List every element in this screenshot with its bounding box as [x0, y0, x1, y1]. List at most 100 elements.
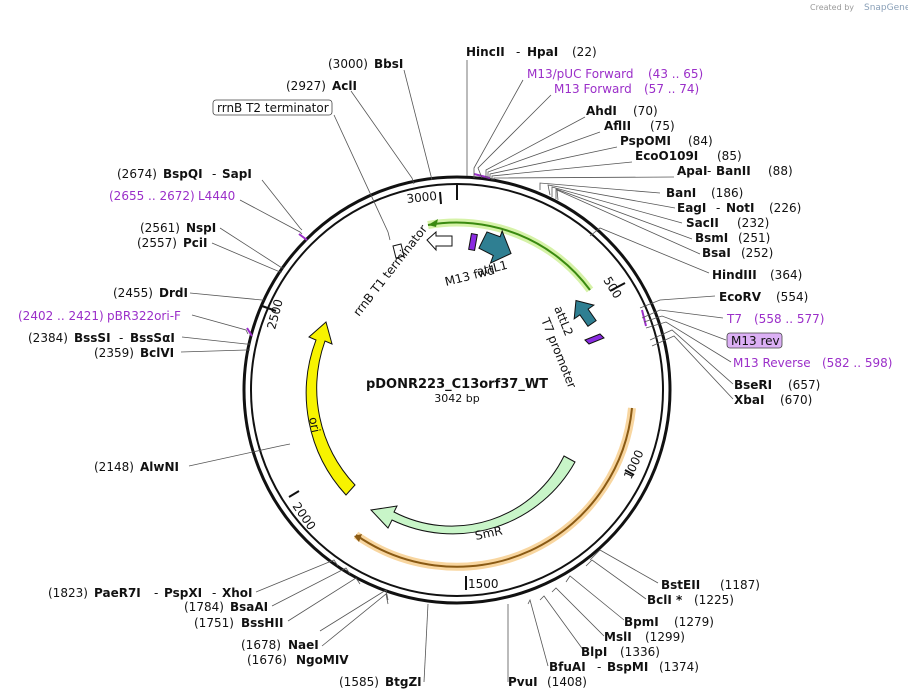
svg-text:SapI: SapI: [222, 167, 252, 181]
svg-text:(558 .. 577): (558 .. 577): [754, 312, 824, 326]
label-hinc: HincII - HpaI (22): [466, 45, 597, 59]
svg-text:-: -: [707, 164, 711, 178]
svg-text:BpmI: BpmI: [624, 615, 659, 629]
label-hinc-name: HincII: [466, 45, 505, 59]
svg-text:(2927): (2927): [286, 79, 326, 93]
orange-band-arrow: [354, 534, 362, 542]
credit-prefix: Created by: [810, 3, 854, 12]
svg-text:EcoO109I: EcoO109I: [635, 149, 698, 163]
orange-band-glow: [353, 407, 636, 571]
svg-text:PspXI: PspXI: [164, 586, 202, 600]
svg-text:BssSI: BssSI: [74, 331, 111, 345]
ori-label: ori: [306, 416, 323, 434]
svg-text:NotI: NotI: [726, 201, 755, 215]
label-bsteii: BstEII (1187): [661, 578, 760, 592]
svg-text:XbaI: XbaI: [734, 393, 764, 407]
label-bsshii: (1751) BssHII: [194, 616, 283, 630]
label-t7: T7 (558 .. 577): [726, 312, 824, 326]
svg-text:M13 rev: M13 rev: [731, 334, 780, 348]
backbone-outer: [242, 175, 672, 605]
label-bseri: BseRI (657): [734, 378, 820, 392]
top-band: [427, 221, 591, 291]
ruler-tick-500: [609, 282, 626, 292]
label-pvui: PvuI (1408): [508, 675, 587, 689]
svg-text:BclVI: BclVI: [140, 346, 174, 360]
svg-text:-: -: [119, 331, 123, 345]
orange-band: [355, 407, 633, 568]
label-pspomi: PspOMI (84): [620, 134, 713, 148]
label-rrnbt2: rrnB T2 terminator: [212, 99, 333, 116]
svg-text:ApaI: ApaI: [677, 164, 707, 178]
svg-text:AhdI: AhdI: [586, 104, 617, 118]
svg-text:(1187): (1187): [720, 578, 760, 592]
t7-site-mark: [641, 309, 647, 327]
ruler-tick-1000: [624, 469, 635, 476]
label-bclvi: (2359) BclVI: [94, 346, 174, 360]
label-ecorv: EcoRV (554): [719, 290, 808, 304]
svg-text:(75): (75): [650, 119, 675, 133]
label-bbsi: (3000) BbsI: [328, 57, 403, 71]
svg-text:BclI *: BclI *: [647, 593, 683, 607]
svg-text:(186): (186): [711, 186, 743, 200]
svg-text:(2148): (2148): [94, 460, 134, 474]
label-naei: (1678) NaeI: [241, 638, 319, 652]
svg-text:(2402 .. 2421): (2402 .. 2421): [18, 309, 104, 323]
svg-text:(670): (670): [780, 393, 812, 407]
top-band-arrow: [428, 219, 438, 227]
label-ahdi: AhdI (70): [586, 104, 658, 118]
smr-label: SmR: [474, 523, 504, 542]
svg-text:BssHII: BssHII: [241, 616, 283, 630]
svg-text:(226): (226): [769, 201, 801, 215]
svg-text:(1299): (1299): [645, 630, 685, 644]
label-eagi: EagI - NotI (226): [677, 201, 801, 215]
label-btgzi: (1585) BtgZI: [339, 675, 422, 689]
label-sacii: SacII (232): [686, 216, 769, 230]
svg-text:(252): (252): [741, 246, 773, 260]
label-aflii: AflII (75): [604, 119, 675, 133]
attl2-feature: [573, 299, 597, 328]
rrnb-label: rrnB T1 terminator: [350, 222, 430, 319]
svg-text:(1279): (1279): [674, 615, 714, 629]
svg-text:(582 .. 598): (582 .. 598): [822, 356, 892, 370]
svg-text:BsmI: BsmI: [695, 231, 728, 245]
label-eco0109: EcoO109I (85): [635, 149, 742, 163]
svg-text:(232): (232): [737, 216, 769, 230]
rrnb-feature-2: [392, 243, 405, 259]
label-bcli: BclI * (1225): [647, 593, 734, 607]
svg-text:AlwNI: AlwNI: [140, 460, 179, 474]
svg-text:(2359): (2359): [94, 346, 134, 360]
svg-text:(1784): (1784): [184, 600, 224, 614]
svg-text:NspI: NspI: [186, 221, 216, 235]
svg-text:(1751): (1751): [194, 616, 234, 630]
svg-text:-: -: [212, 586, 216, 600]
svg-text:(57 .. 74): (57 .. 74): [644, 82, 699, 96]
m13fwd-label: M13 fwd: [443, 263, 496, 289]
svg-text:(2557): (2557): [137, 236, 177, 250]
svg-text:PspOMI: PspOMI: [620, 134, 671, 148]
m13rev-box: [726, 332, 783, 349]
ruler-label-1500: 1500: [468, 577, 499, 591]
svg-text:(1225): (1225): [694, 593, 734, 607]
rrnb-feature-1: [426, 230, 453, 252]
ruler-label-2500: 2500: [264, 298, 285, 331]
label-l4440: (2655 .. 2672) L4440: [109, 189, 235, 203]
svg-text:(657): (657): [788, 378, 820, 392]
svg-text:AflII: AflII: [604, 119, 631, 133]
plasmid-name: pDONR223_C13orf37_WT: [366, 377, 548, 392]
svg-text:L4440: L4440: [198, 189, 235, 203]
svg-text:HindIII: HindIII: [712, 268, 757, 282]
svg-text:NaeI: NaeI: [288, 638, 319, 652]
svg-text:EcoRV: EcoRV: [719, 290, 762, 304]
attl1-feature: [478, 229, 512, 264]
svg-text:-: -: [154, 586, 158, 600]
label-acli: (2927) AclI: [286, 79, 357, 93]
svg-text:rrnB T2 terminator: rrnB T2 terminator: [217, 101, 329, 115]
label-bspqi: (2674) BspQI - SapI: [117, 167, 252, 181]
ruler-tick-2000: [288, 490, 300, 498]
svg-text:BanII: BanII: [716, 164, 751, 178]
svg-text:(1676): (1676): [247, 653, 287, 667]
svg-text:(251): (251): [738, 231, 770, 245]
svg-text:-: -: [716, 201, 720, 215]
smr-feature: [369, 455, 576, 535]
